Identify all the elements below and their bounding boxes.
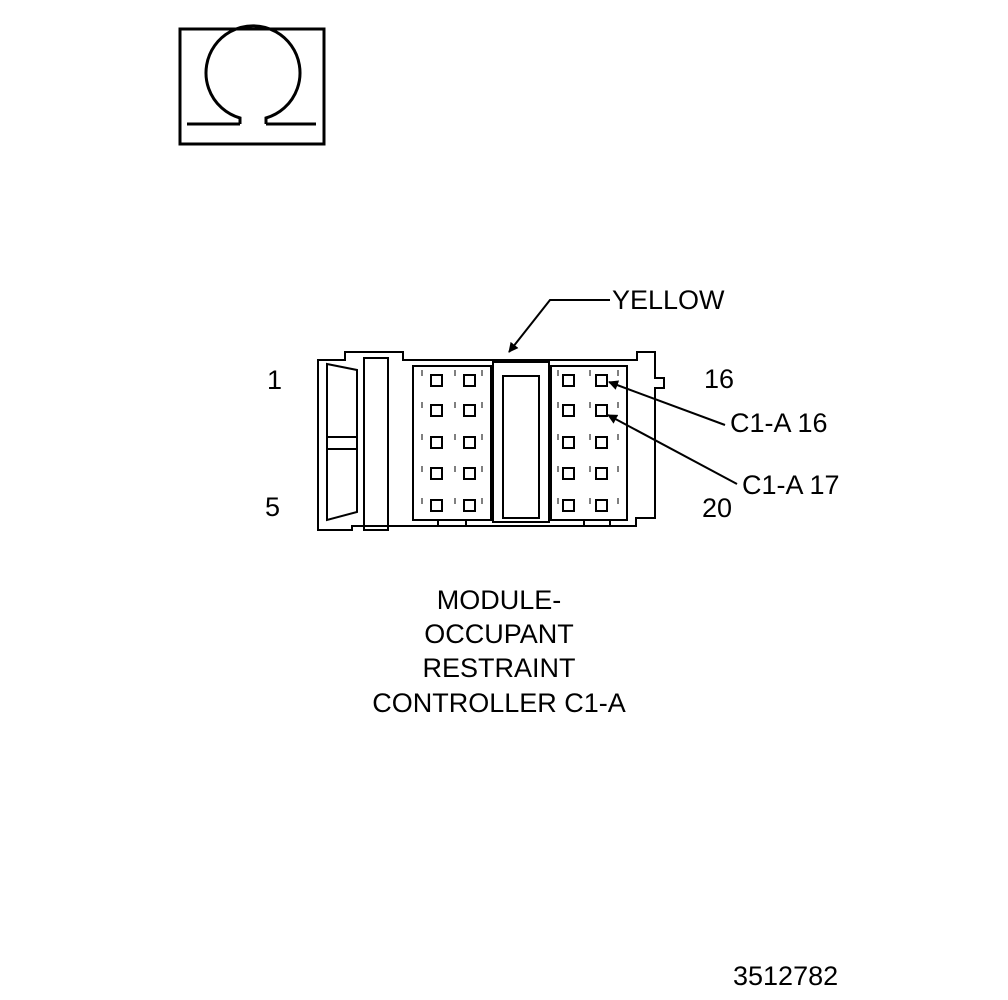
ohm-symbol-box [178, 24, 326, 146]
pin-cavity [430, 436, 443, 449]
pin-cavity [430, 374, 443, 387]
pin-cavity [562, 436, 575, 449]
color-callout: YELLOW [508, 285, 725, 353]
pin-label-bottom-left: 5 [265, 492, 280, 522]
pin-cavity [430, 404, 443, 417]
pin-cavity [430, 499, 443, 512]
caption-line: RESTRAINT [422, 653, 575, 683]
pin-cavity [463, 467, 476, 480]
pin-cavity [595, 436, 608, 449]
ohm-icon [187, 24, 316, 126]
pin-cavity [562, 374, 575, 387]
pin-cavity [463, 404, 476, 417]
caption-line: MODULE- [437, 585, 562, 615]
pin-cavity [595, 404, 608, 417]
pin-cavity [595, 499, 608, 512]
pin-cavity [463, 436, 476, 449]
connector-caption: MODULE- OCCUPANT RESTRAINT CONTROLLER C1… [372, 585, 626, 718]
pin-cavity-grid [421, 370, 619, 516]
caption-line: OCCUPANT [424, 619, 574, 649]
pin-label-top-left: 1 [267, 365, 282, 395]
pin-callout-17: C1-A 17 [607, 414, 840, 500]
pin-cavity [430, 467, 443, 480]
pin-callout-label: C1-A 16 [730, 408, 828, 438]
pin-cavity [463, 374, 476, 387]
pin-cavity [595, 374, 608, 387]
pin-cavity [562, 467, 575, 480]
caption-line: CONTROLLER C1-A [372, 688, 626, 718]
pin-cavity [562, 404, 575, 417]
pin-cavity [463, 499, 476, 512]
pin-label-top-right: 16 [704, 364, 734, 394]
pin-label-bottom-right: 20 [702, 493, 732, 523]
connector-color-label: YELLOW [612, 285, 725, 315]
pin-callout-label: C1-A 17 [742, 470, 840, 500]
pin-callout-16: C1-A 16 [608, 380, 828, 438]
connector-body [317, 351, 665, 531]
pin-cavity [595, 467, 608, 480]
figure-number: 3512782 [733, 961, 838, 991]
pin-cavity [562, 499, 575, 512]
